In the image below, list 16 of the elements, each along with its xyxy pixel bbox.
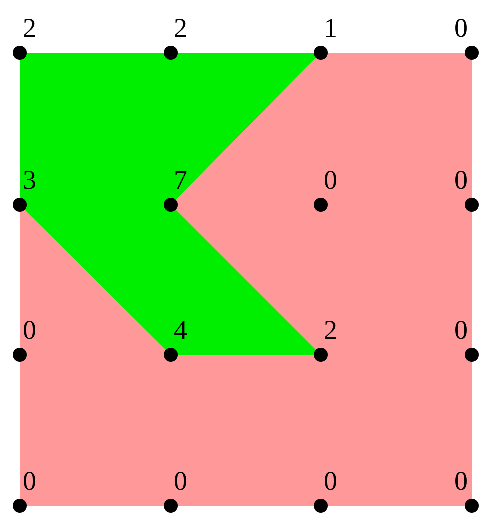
point-value: 0 xyxy=(454,317,468,344)
point-value: 0 xyxy=(23,317,36,344)
point-value: 7 xyxy=(174,167,188,194)
point-value: 0 xyxy=(324,468,338,495)
point-value: 0 xyxy=(324,167,338,194)
point-value: 0 xyxy=(454,468,468,495)
point-value: 0 xyxy=(174,468,188,495)
point-value: 0 xyxy=(23,468,36,495)
point-value: 2 xyxy=(23,15,36,42)
point-value: 0 xyxy=(454,167,468,194)
point-value: 0 xyxy=(454,15,468,42)
point-value: 2 xyxy=(174,15,188,42)
point-value: 2 xyxy=(324,317,338,344)
point-value: 1 xyxy=(324,15,338,42)
point-value: 3 xyxy=(23,167,36,194)
point-value: 4 xyxy=(174,317,188,344)
